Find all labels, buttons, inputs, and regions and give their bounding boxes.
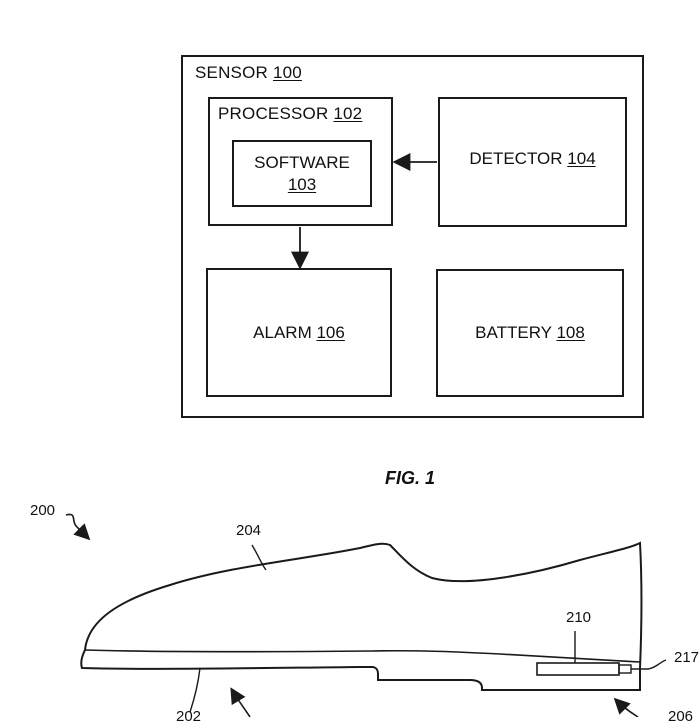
- detector-ref: 104: [567, 149, 596, 168]
- sole-leader: [189, 667, 201, 713]
- processor-label: PROCESSOR 102: [218, 104, 362, 124]
- upper-ref-label: 204: [236, 522, 262, 539]
- sensor-title: SENSOR: [195, 63, 268, 82]
- sensor-box: SENSOR 100: [181, 55, 644, 418]
- software-title: SOFTWARE: [254, 152, 350, 172]
- sensor-ref: 100: [272, 63, 302, 82]
- battery-label: BATTERY 108: [438, 322, 622, 344]
- detector-label: DETECTOR 104: [440, 148, 625, 170]
- alarm-title: ALARM: [253, 322, 312, 342]
- sensor-ref-label: 210: [566, 609, 592, 626]
- sensor-label: SENSOR 100: [195, 63, 302, 83]
- fig1-caption: FIG. 1: [385, 468, 436, 488]
- sole-top-line: [84, 649, 641, 663]
- connector-rect: [618, 664, 632, 674]
- bottom-arrow-right: [613, 697, 639, 717]
- software-ref: 103: [287, 174, 317, 194]
- detector-title: DETECTOR: [469, 149, 563, 168]
- processor-ref: 102: [333, 104, 363, 123]
- detector-box: DETECTOR 104: [438, 97, 627, 227]
- shoe-sole: [80, 649, 641, 691]
- battery-box: BATTERY 108: [436, 269, 624, 397]
- software-label: SOFTWARE 103: [234, 152, 370, 196]
- battery-ref: 108: [556, 323, 585, 342]
- heel-sensor-rect: [536, 662, 620, 676]
- battery-title: BATTERY: [475, 323, 552, 342]
- bottom-arrow-left: [230, 687, 251, 717]
- software-box: SOFTWARE 103: [232, 140, 372, 207]
- processor-box: PROCESSOR 102: [208, 97, 393, 226]
- shoe-ref-label: 200: [30, 502, 56, 519]
- connector-ref-label: 217: [674, 649, 700, 666]
- alarm-label: ALARM 106: [208, 322, 390, 344]
- alarm-ref: 106: [316, 322, 345, 342]
- connector-leader: [631, 659, 667, 670]
- shoe-upper: [84, 541, 643, 669]
- shoe-pointer-arrow: [65, 513, 91, 541]
- upper-leader: [251, 544, 267, 571]
- processor-title: PROCESSOR: [218, 104, 329, 123]
